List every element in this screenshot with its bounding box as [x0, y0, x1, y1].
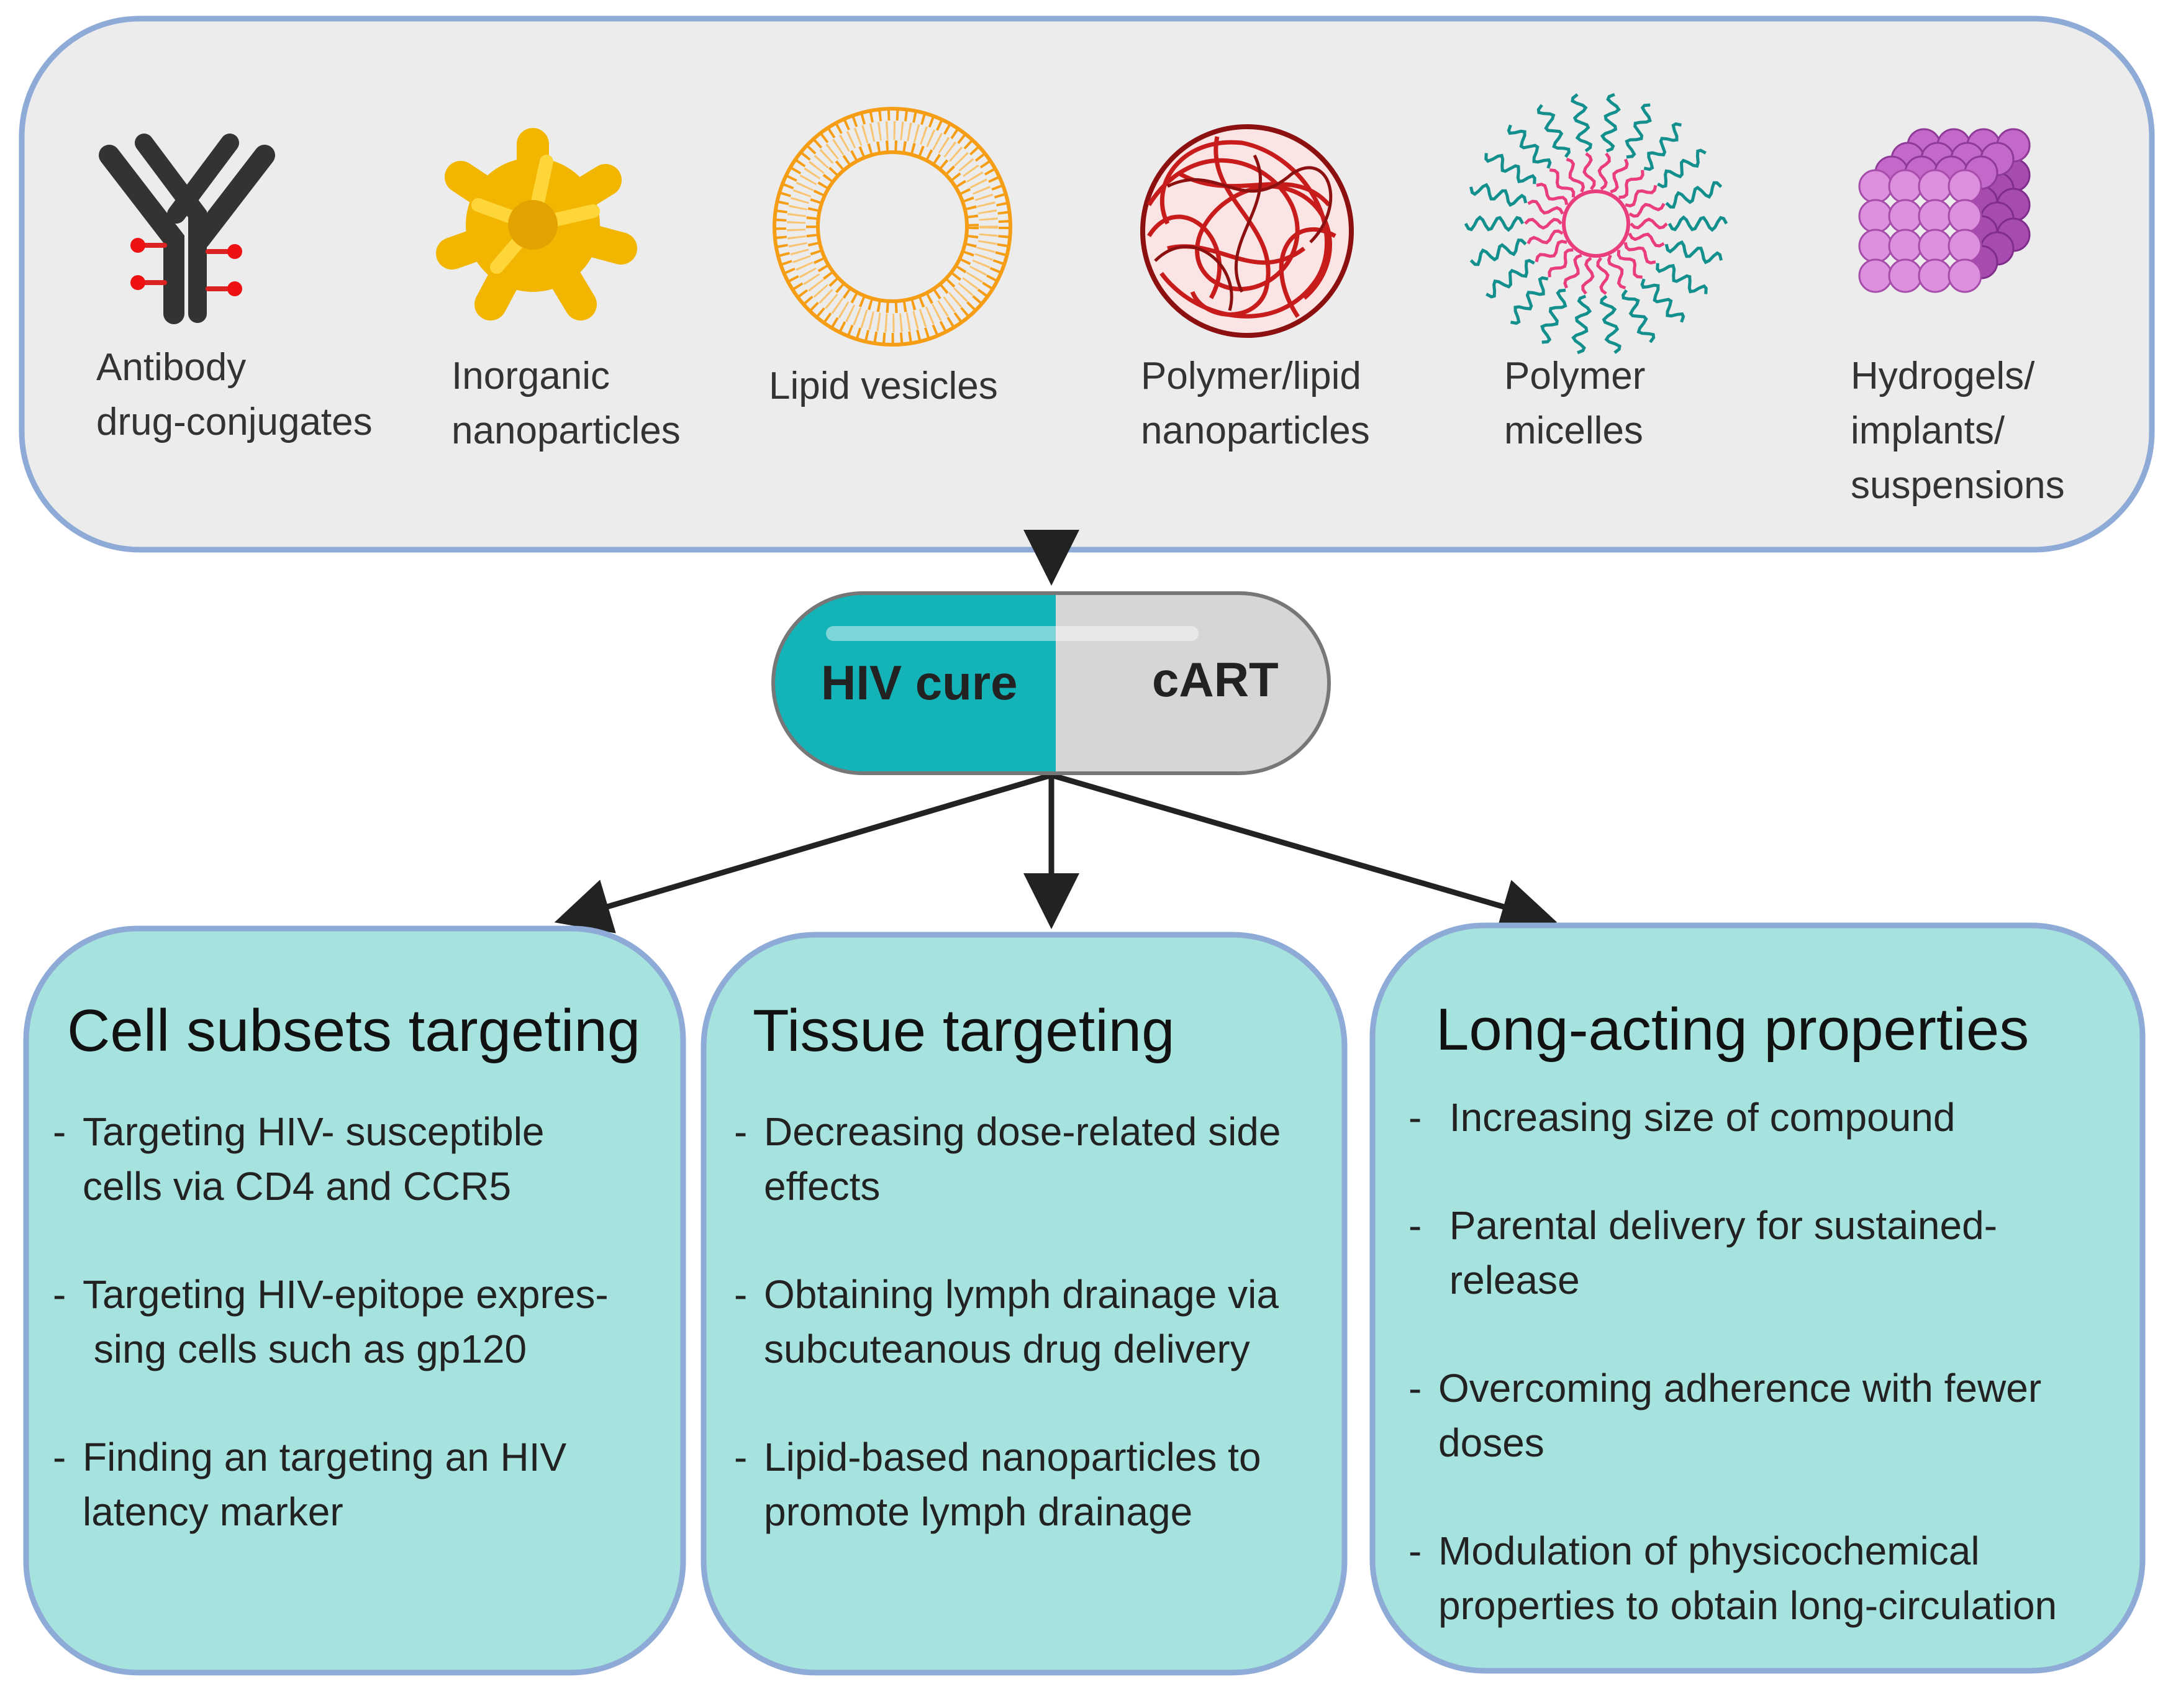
- box-title-cell-subsets: Cell subsets targeting: [67, 997, 641, 1064]
- list-item: Increasing size of compound: [1408, 1090, 2057, 1145]
- list-item: Obtaining lymph drainage viasubcuteanous…: [734, 1267, 1281, 1376]
- arrow-to-long-acting: [1050, 772, 1558, 934]
- list-item: Parental delivery for sustained- release: [1408, 1198, 2057, 1307]
- polymer-micelle-icon: [1464, 93, 1728, 355]
- list-item: Targeting HIV-epitope expres- sing cells…: [53, 1267, 609, 1376]
- polymer-lipid-nanoparticle-icon: [1140, 124, 1354, 338]
- carrier-label-antibody: Antibody drug-conjugates: [96, 346, 373, 443]
- arrow-to-cell-subsets: [554, 772, 1053, 933]
- carrier-label-hydrogels: Hydrogels/ implants/ suspensions: [1851, 355, 2065, 507]
- hydrogel-cube-icon: [1858, 128, 2031, 293]
- antibody-icon: [99, 134, 275, 324]
- bullet-list-long-acting: Increasing size of compound Parental del…: [1408, 1090, 2057, 1633]
- carrier-label-micelles: Polymer micelles: [1504, 355, 1646, 452]
- inorganic-nanoparticle-icon: [436, 128, 637, 320]
- carrier-label-polymer-lipid: Polymer/lipid nanoparticles: [1141, 355, 1370, 452]
- carrier-label-inorganic: Inorganic nanoparticles: [451, 355, 681, 452]
- treatment-pill: [771, 591, 1331, 775]
- list-item: Modulation of physicochemicalproperties …: [1408, 1524, 2057, 1633]
- pill-label-cart: cART: [1152, 652, 1279, 707]
- carrier-label-lipid-vesicles: Lipid vesicles: [769, 365, 998, 407]
- lipid-vesicle-icon: [773, 107, 1012, 347]
- box-title-tissue: Tissue targeting: [753, 997, 1175, 1064]
- carrier-panel: [19, 16, 2155, 553]
- box-title-long-acting: Long-acting properties: [1436, 996, 2030, 1063]
- pill-label-hiv-cure: HIV cure: [821, 655, 1018, 710]
